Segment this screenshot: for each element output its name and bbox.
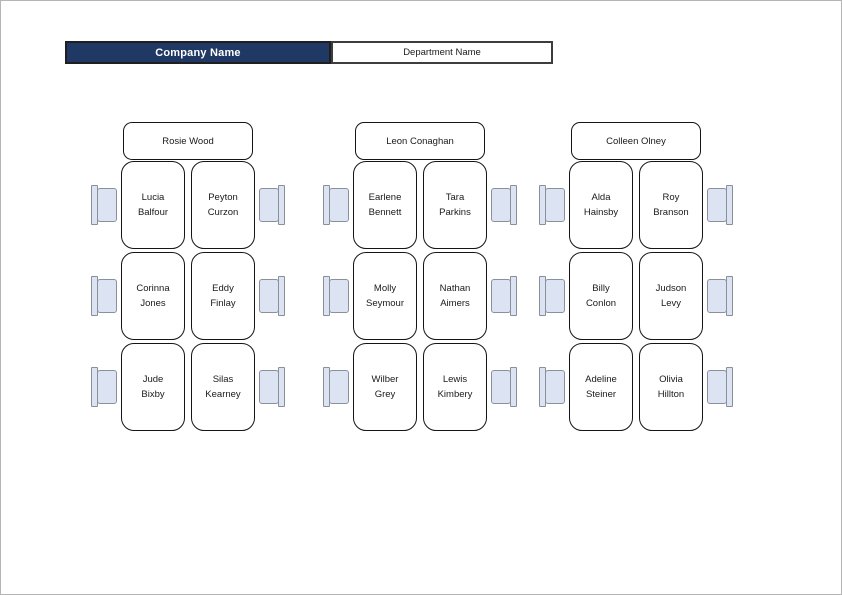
chair-icon [706, 367, 733, 407]
chair-icon [490, 367, 517, 407]
table-leader-name: Colleen Olney [606, 135, 666, 147]
chair-icon [539, 185, 566, 225]
company-name-box[interactable]: Company Name [65, 41, 331, 64]
table-leader-name: Rosie Wood [162, 135, 214, 147]
chair-icon [539, 367, 566, 407]
chair-icon [490, 185, 517, 225]
chair-icon [539, 276, 566, 316]
table-leader-name: Leon Conaghan [386, 135, 454, 147]
chair-icon [258, 185, 285, 225]
chair-icon [490, 276, 517, 316]
chair-icon [258, 367, 285, 407]
department-name-box[interactable]: Department Name [331, 41, 553, 64]
chair-icon [706, 276, 733, 316]
department-name-label: Department Name [403, 47, 481, 58]
chair-icon [706, 185, 733, 225]
table-leader-card[interactable]: Rosie Wood [123, 122, 253, 160]
company-name-label: Company Name [155, 46, 241, 59]
chair-icon [323, 367, 350, 407]
chair-icon [91, 367, 118, 407]
table-leader-card[interactable]: Leon Conaghan [355, 122, 485, 160]
chair-icon [91, 276, 118, 316]
chair-icon [91, 185, 118, 225]
table-leader-card[interactable]: Colleen Olney [571, 122, 701, 160]
chair-icon [258, 276, 285, 316]
chair-icon [323, 185, 350, 225]
chair-icon [323, 276, 350, 316]
